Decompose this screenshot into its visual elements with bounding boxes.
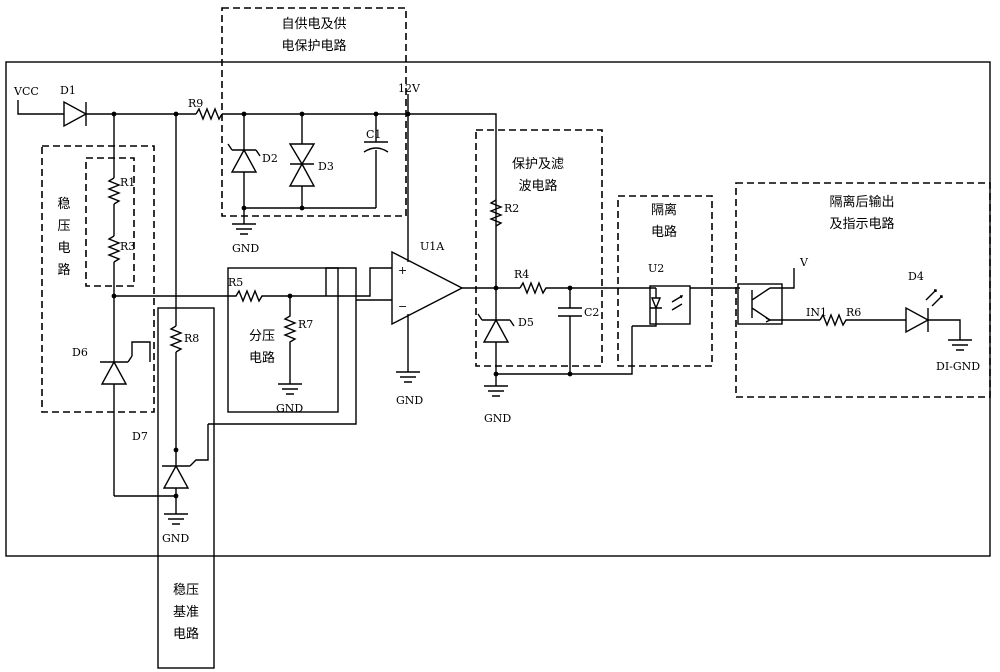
divider-title-2: 电路 — [249, 350, 275, 366]
svg-text:R9: R9 — [188, 97, 203, 110]
regulator-title-1: 稳 — [57, 196, 70, 212]
svg-text:D3: D3 — [318, 160, 334, 173]
svg-text:GND: GND — [276, 402, 303, 415]
block-divider — [227, 267, 339, 413]
svg-text:R8: R8 — [184, 332, 199, 345]
r9-resistor: R9 — [188, 97, 223, 121]
svg-text:D6: D6 — [72, 346, 88, 359]
reference-title-3: 电路 — [173, 626, 199, 642]
reference-title-2: 基准 — [173, 605, 199, 620]
svg-text:GND: GND — [396, 394, 423, 407]
svg-text:12V: 12V — [398, 82, 421, 95]
output-title-2: 及指示电路 — [829, 216, 894, 232]
wire-rail-right — [222, 113, 497, 290]
reference-title-1: 稳压 — [173, 582, 199, 598]
self-supply-title-1: 自供电及供 — [281, 17, 346, 32]
block-r1-r3 — [85, 157, 135, 287]
u1a-opamp: + − U1A — [391, 114, 464, 372]
divider-title-1: 分压 — [249, 329, 275, 344]
protect-filter-title-1: 保护及滤 — [512, 157, 564, 172]
svg-text:R5: R5 — [228, 276, 243, 289]
self-supply-title-2: 电保护电路 — [281, 38, 346, 54]
regulator-title-4: 路 — [57, 262, 70, 278]
block-protect-filter — [475, 129, 603, 367]
d4-led: D4 — [905, 270, 961, 340]
r4-resistor: R4 — [514, 268, 632, 295]
svg-text:C1: C1 — [366, 128, 381, 141]
svg-text:DI-GND: DI-GND — [936, 360, 980, 373]
svg-text:VCC: VCC — [13, 85, 39, 98]
isolation-title-2: 电路 — [651, 224, 677, 240]
svg-text:U2: U2 — [648, 262, 664, 275]
block-regulator — [41, 145, 155, 413]
r3-resistor: R3 — [107, 235, 135, 263]
phototransistor — [737, 283, 783, 325]
protect-filter-title-2: 波电路 — [518, 178, 557, 194]
c1-capacitor: C1 — [363, 114, 389, 208]
block-self-supply — [221, 7, 407, 217]
r5-resistor: R5 — [228, 276, 326, 303]
output-title-1: 隔离后输出 — [829, 194, 894, 210]
v-node: V — [770, 256, 809, 289]
svg-text:R1: R1 — [120, 176, 135, 189]
gnd-symbol-reference: GND — [162, 513, 189, 545]
block-isolation — [617, 195, 713, 367]
r6-resistor: R6 — [819, 306, 906, 327]
svg-text:R2: R2 — [504, 202, 519, 215]
block-output-indicator — [735, 182, 991, 398]
svg-text:D5: D5 — [518, 316, 534, 329]
regulator-title-3: 电 — [57, 241, 70, 256]
svg-text:R3: R3 — [120, 240, 135, 253]
svg-text:GND: GND — [484, 412, 511, 425]
gnd-symbol-divider: GND — [276, 383, 303, 415]
vcc-input: VCC — [13, 85, 56, 115]
svg-text:V: V — [799, 256, 809, 269]
regulator-title-2: 压 — [57, 219, 70, 234]
wire-return — [496, 326, 633, 375]
c2-capacitor: C2 — [558, 288, 599, 374]
v12-node: 12V — [398, 82, 421, 114]
d6-zener: D6 — [72, 341, 151, 496]
d3-tvs: D3 — [288, 114, 334, 208]
block-reference — [157, 307, 215, 669]
svg-text:+: + — [398, 264, 407, 277]
r8-resistor: R8 — [169, 325, 199, 353]
d1-diode: D1 — [56, 84, 96, 128]
gnd-symbol-filter: GND — [484, 385, 511, 425]
gnd-symbol-opamp: GND — [396, 371, 423, 407]
svg-text:U1A: U1A — [420, 240, 445, 253]
gnd-symbol-output: DI-GND — [936, 339, 980, 373]
u2-optocoupler: U2 — [632, 262, 691, 327]
svg-text:R4: R4 — [514, 268, 529, 281]
junction-dots — [111, 111, 573, 499]
svg-text:D4: D4 — [908, 270, 924, 283]
in1-label: IN1 — [806, 306, 827, 319]
r2-resistor: R2 — [489, 199, 519, 227]
svg-text:C2: C2 — [584, 306, 599, 319]
wire-supply-ground — [243, 207, 376, 224]
wire-reference-out — [208, 267, 357, 425]
svg-text:R6: R6 — [846, 306, 861, 319]
svg-text:GND: GND — [162, 532, 189, 545]
isolation-title-1: 隔离 — [651, 202, 677, 218]
wire-regulator-node — [113, 262, 228, 362]
r1-resistor: R1 — [107, 176, 135, 205]
r7-resistor: R7 — [283, 296, 313, 384]
d5-zener: D5 — [477, 288, 534, 386]
d2-zener: D2 — [227, 114, 278, 208]
svg-text:GND: GND — [232, 242, 259, 255]
wire-to-plus — [326, 267, 392, 297]
svg-text:D7: D7 — [132, 430, 148, 443]
d7-zener: D7 — [132, 424, 209, 514]
svg-text:−: − — [398, 300, 407, 313]
svg-text:D1: D1 — [60, 84, 76, 97]
svg-text:D2: D2 — [262, 152, 278, 165]
gnd-symbol-supply: GND — [232, 223, 259, 255]
svg-text:R7: R7 — [298, 318, 313, 331]
